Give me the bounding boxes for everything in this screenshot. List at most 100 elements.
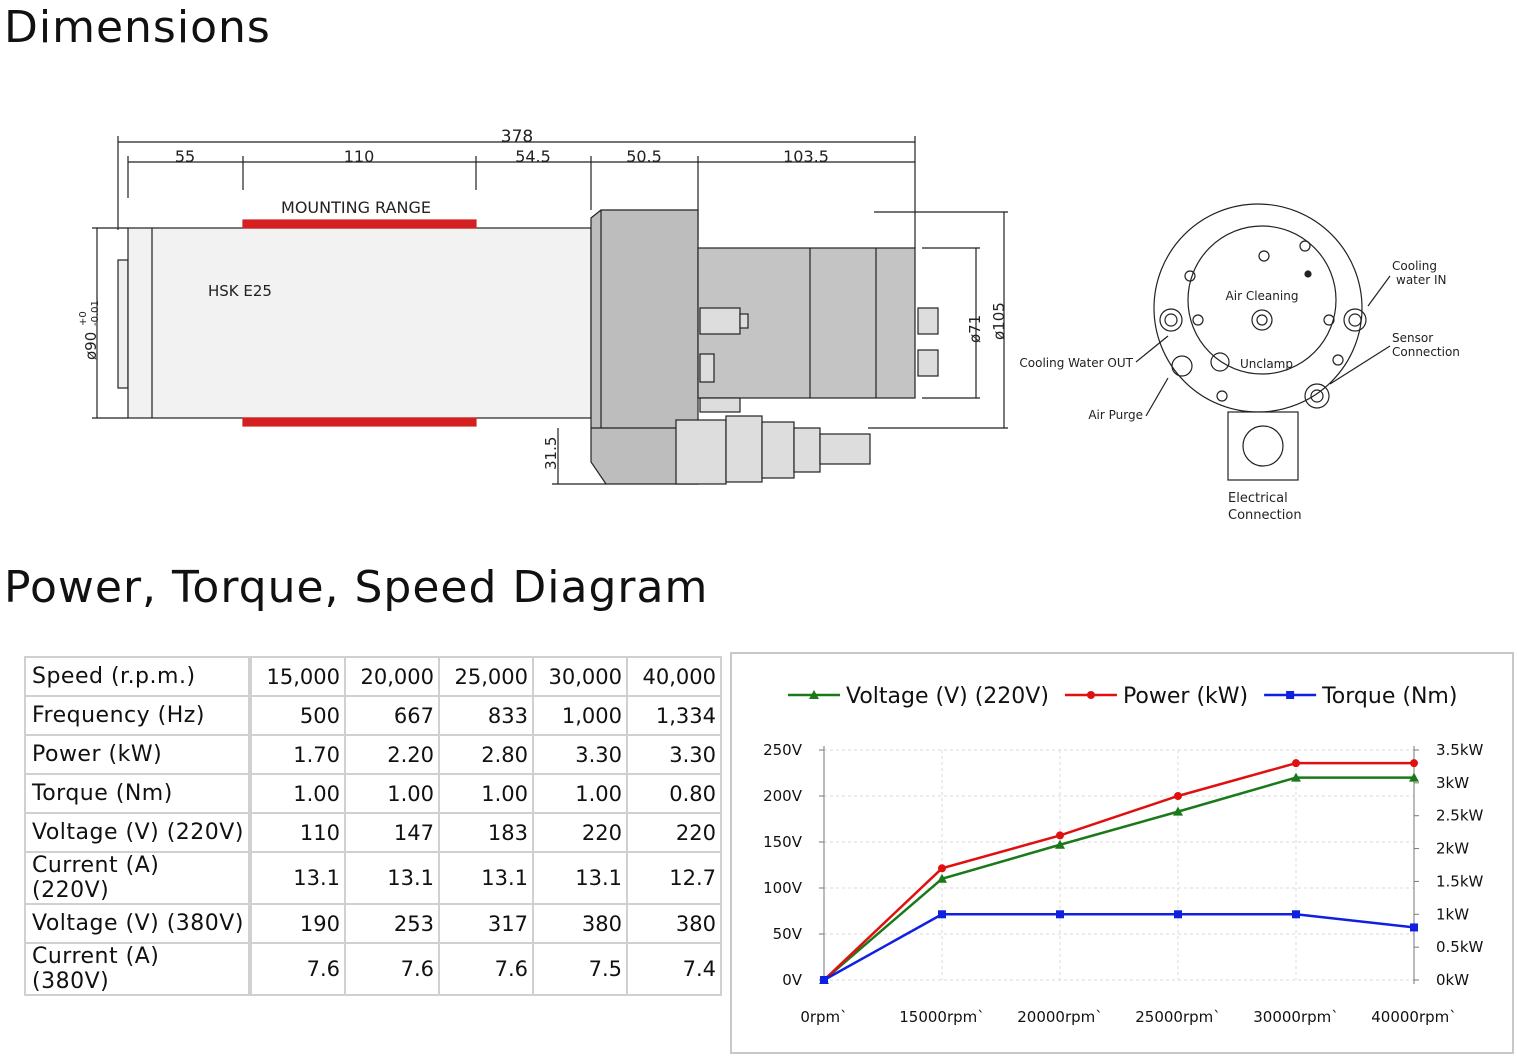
table-cell: 190	[248, 903, 346, 944]
series-line-1	[823, 776, 1414, 981]
table-cell: 7.5	[532, 942, 628, 996]
section-title-dimensions: Dimensions	[4, 2, 271, 53]
data-point-series-2	[1410, 759, 1418, 768]
table-cell: 13.1	[344, 851, 440, 905]
row-label: Current (A) (220V)	[24, 851, 251, 905]
electrical-connection-label-1: Electrical	[1228, 491, 1288, 506]
table-cell: 833	[438, 695, 534, 736]
table-cell: 220	[532, 812, 628, 853]
diameter-71-label: ø71	[966, 315, 984, 343]
table-cell: 0.80	[626, 773, 722, 814]
data-point-series-1	[937, 873, 947, 883]
x-tick-label: 40000rpm`	[1371, 1008, 1457, 1026]
cooling-water-in-label-2: water IN	[1396, 273, 1447, 287]
sensor-connection-label-1: Sensor	[1392, 331, 1433, 345]
right-tick-label: 0kW	[1436, 971, 1469, 989]
left-tick-label: 200V	[763, 787, 803, 805]
legend-marker-2	[1086, 691, 1095, 699]
left-tick-label: 50V	[773, 925, 803, 943]
right-tick-label: 2.5kW	[1436, 807, 1484, 825]
row-label: Torque (Nm)	[24, 773, 251, 814]
series-line-2	[823, 761, 1414, 981]
diameter-105-label: ø105	[990, 302, 1008, 340]
table-cell: 30,000	[532, 656, 628, 697]
diameter-90-tolerance-upper: +0	[78, 311, 89, 326]
table-cell: 15,000	[248, 656, 346, 697]
dimension-drawing: 378 55 110 54.5 50.5 103.5 MOUNTING RANG…	[78, 127, 1460, 523]
data-point-series-3	[1056, 910, 1064, 919]
left-tick-label: 100V	[763, 879, 803, 897]
table-cell: 7.4	[626, 942, 722, 996]
row-label: Voltage (V) (220V)	[24, 812, 251, 853]
diameter-90-tolerance-lower: -0.01	[90, 300, 101, 326]
data-point-series-1	[1055, 839, 1065, 849]
legend-marker-1	[809, 690, 819, 699]
dim-50-5-label: 50.5	[626, 147, 662, 166]
table-cell: 2.80	[438, 734, 534, 775]
cooling-water-in-label-1: Cooling	[1392, 259, 1437, 273]
x-tick-label: 25000rpm`	[1135, 1008, 1221, 1026]
table-cell: 7.6	[344, 942, 440, 996]
left-tick-label: 150V	[763, 833, 803, 851]
section-title-diagram: Power, Torque, Speed Diagram	[4, 562, 709, 613]
dim-total-label: 378	[501, 127, 533, 147]
data-point-series-3	[1410, 923, 1418, 932]
data-point-series-3	[1174, 910, 1182, 919]
table-cell: 317	[438, 903, 534, 944]
x-tick-label: 20000rpm`	[1017, 1008, 1103, 1026]
cooling-water-out-label: Cooling Water OUT	[1019, 356, 1133, 370]
table-cell: 13.1	[532, 851, 628, 905]
mounting-range-label: MOUNTING RANGE	[281, 198, 431, 217]
row-label: Speed (r.p.m.)	[24, 656, 251, 697]
table-cell: 380	[532, 903, 628, 944]
legend-marker-3	[1286, 691, 1295, 699]
right-tick-label: 2kW	[1436, 840, 1469, 858]
series-line-3	[823, 913, 1415, 982]
dim-54-5-label: 54.5	[515, 147, 551, 166]
x-tick-label: 0rpm`	[800, 1008, 847, 1026]
table-cell: 2.20	[344, 734, 440, 775]
tool-interface-label: HSK E25	[208, 282, 272, 300]
legend-label-1: Voltage (V) (220V)	[846, 684, 1049, 709]
data-point-series-3	[1292, 910, 1300, 919]
unclamp-label: Unclamp	[1240, 357, 1293, 371]
data-point-series-2	[1174, 792, 1182, 800]
table-cell: 1.70	[248, 734, 346, 775]
table-cell: 1.00	[344, 773, 440, 814]
table-cell: 7.6	[248, 942, 346, 996]
table-cell: 147	[344, 812, 440, 853]
row-label: Frequency (Hz)	[24, 695, 251, 736]
dim-103-5-label: 103.5	[783, 147, 829, 166]
table-cell: 40,000	[626, 656, 722, 697]
data-point-series-2	[1056, 831, 1064, 840]
sensor-connection-label-2: Connection	[1392, 345, 1460, 359]
air-purge-label: Air Purge	[1088, 408, 1143, 422]
legend-label-3: Torque (Nm)	[1321, 684, 1457, 709]
row-label: Voltage (V) (380V)	[24, 903, 251, 944]
table-cell: 20,000	[344, 656, 440, 697]
table-cell: 380	[626, 903, 722, 944]
data-point-series-2	[938, 864, 946, 873]
right-tick-label: 3kW	[1436, 774, 1469, 792]
table-cell: 7.6	[438, 942, 534, 996]
row-label: Current (A) (380V)	[24, 942, 251, 996]
diameter-90-label: ø90	[82, 332, 100, 360]
table-cell: 13.1	[248, 851, 346, 905]
table-cell: 1.00	[532, 773, 628, 814]
x-tick-label: 15000rpm`	[899, 1008, 985, 1026]
table-cell: 220	[626, 812, 722, 853]
dim-55-label: 55	[175, 147, 195, 166]
right-tick-label: 1.5kW	[1436, 872, 1484, 890]
table-cell: 667	[344, 695, 440, 736]
table-cell: 25,000	[438, 656, 534, 697]
row-label: Power (kW)	[24, 734, 251, 775]
